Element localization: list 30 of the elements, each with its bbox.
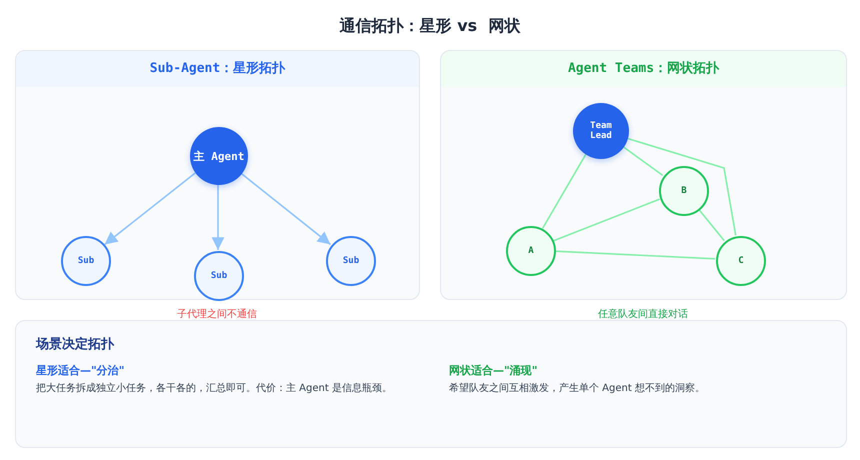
panel-card [15,50,420,300]
connector-line [554,250,716,260]
note-text: 任意队友间直接对话 [598,308,688,321]
note-text: 子代理之间不通信 [177,308,257,321]
connector-line [698,208,725,242]
member-circle: C [716,236,766,286]
connector-line [622,146,664,176]
subheading: 星形适合—"分治" [36,363,124,378]
description: 希望队友之间互相激发，产生单个 Agent 想不到的洞察。 [449,382,706,395]
panel-heading: Agent Teams：网状拓扑 [441,51,846,87]
member-circle: Sub [61,236,111,286]
member-circle: Sub [194,251,244,301]
agent-circle: 主 Agent [190,127,248,185]
arrow [240,172,331,246]
agent-circle: Team Lead [573,103,629,159]
title: 通信拓扑：星形 vs 网状 [338,16,522,37]
section-heading: 场景决定拓扑 [36,336,114,353]
section-card [15,320,847,448]
arrow [104,172,196,246]
connector-line [626,137,736,236]
description: 把大任务拆成独立小任务，各干各的，汇总即可。代价：主 Agent 是信息瓶颈。 [36,382,393,395]
member-circle: B [659,166,709,216]
panel-card [440,50,847,300]
member-circle: A [506,226,556,276]
connector-line [542,154,587,229]
subheading: 网状适合—"涌现" [449,363,538,378]
connector-line [552,198,660,242]
member-circle: Sub [326,236,376,286]
panel-heading: Sub-Agent：星形拓扑 [16,51,419,87]
arrow [212,184,224,250]
